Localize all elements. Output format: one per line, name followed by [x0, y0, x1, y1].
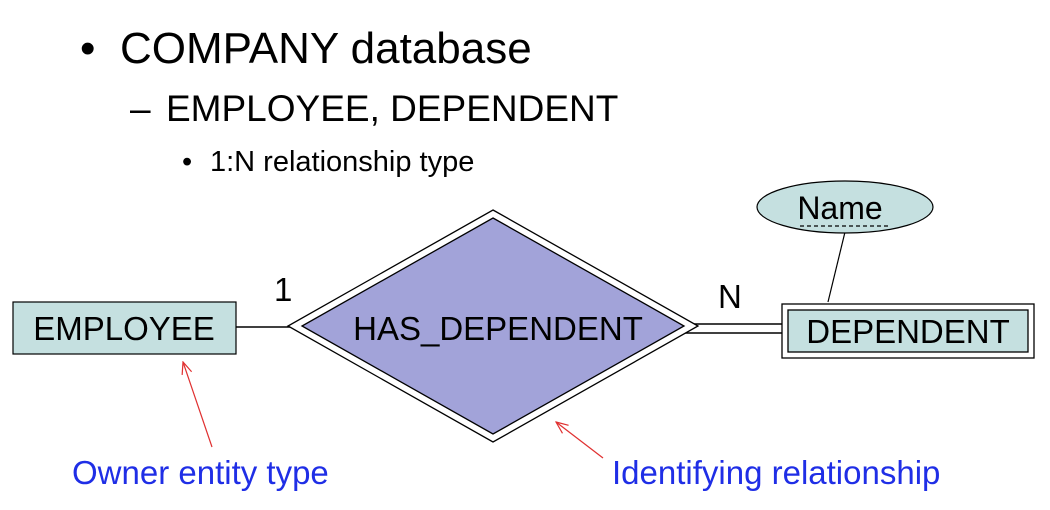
employee-entity-label: EMPLOYEE: [33, 310, 215, 347]
relationship-label: HAS_DEPENDENT: [353, 310, 643, 347]
bullet-marker: –: [130, 88, 151, 129]
cardinality-weak-label: N: [718, 278, 742, 315]
name-attribute-label: Name: [797, 190, 882, 226]
dependent-entity-box[interactable]: [787, 309, 1029, 353]
bullet-level-1: • COMPANY database: [80, 24, 532, 74]
has-dependent-relationship-diamond[interactable]: [300, 217, 686, 435]
name-attribute-ellipse[interactable]: [756, 180, 934, 234]
identifying-relationship-annotation: Identifying relationship: [612, 454, 940, 491]
owner-entity-annotation: Owner entity type: [72, 454, 329, 491]
cardinality-owner-label: 1: [274, 271, 292, 308]
bullet-text: COMPANY database: [120, 24, 532, 73]
bullet-marker: •: [80, 24, 96, 73]
attribute-to-entity-line: [827, 231, 846, 303]
bullet-text: EMPLOYEE, DEPENDENT: [166, 88, 619, 129]
bullet-text: 1:N relationship type: [210, 146, 475, 178]
employee-entity-box[interactable]: [12, 301, 237, 355]
owner-annotation-arrow: [183, 362, 213, 448]
bullet-level-2: –EMPLOYEE, DEPENDENT: [130, 88, 618, 130]
bullet-marker: •: [182, 146, 193, 178]
dependent-entity-label: DEPENDENT: [806, 313, 1010, 350]
relationship-annotation-arrow: [556, 422, 604, 459]
bullet-level-3: • 1:N relationship type: [182, 146, 474, 179]
